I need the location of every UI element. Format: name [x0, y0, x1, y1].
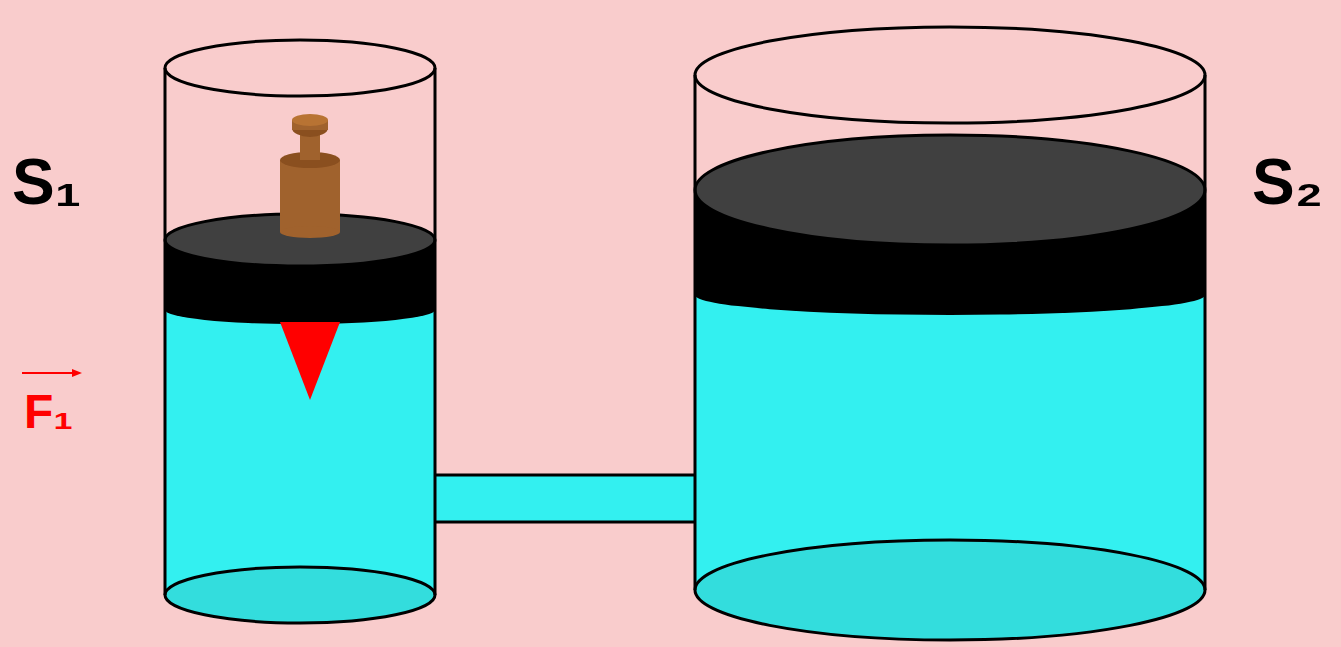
- vector-arrow: [22, 369, 82, 377]
- force-arrow: [280, 322, 340, 400]
- area-label: S₂: [1252, 150, 1323, 214]
- large-cylinder: [695, 27, 1205, 640]
- area-label: S₁: [12, 150, 81, 214]
- small-cylinder: [165, 40, 435, 623]
- weight: [280, 114, 340, 238]
- force-label: F₁: [24, 388, 73, 436]
- connecting-tube: [430, 475, 709, 522]
